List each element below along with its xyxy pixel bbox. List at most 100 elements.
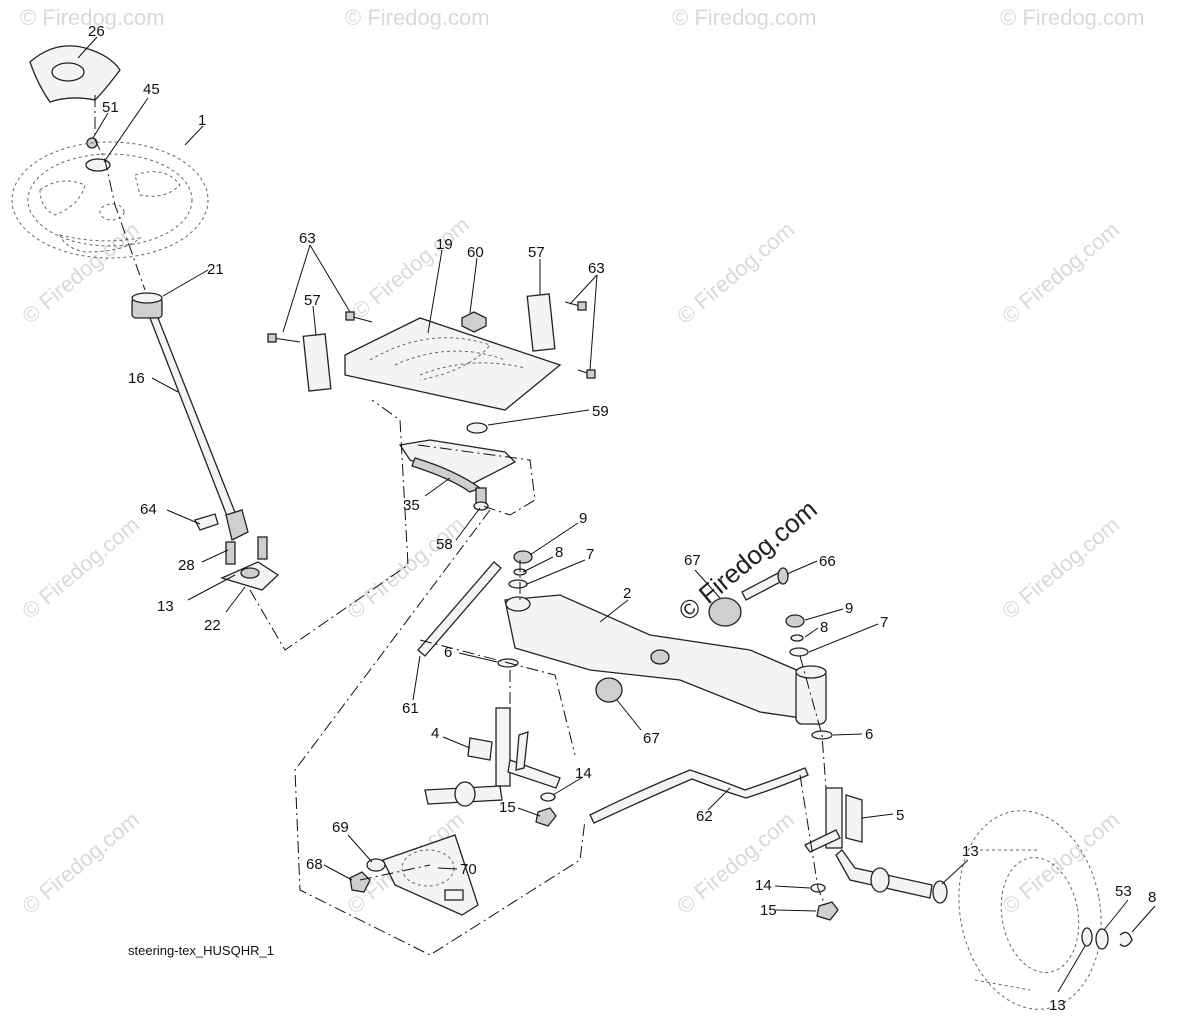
watermark-text: © Firedog.com (342, 512, 469, 624)
callout-64: 64 (140, 501, 157, 518)
callout-57: 57 (528, 244, 545, 261)
callout-13: 13 (1049, 997, 1066, 1014)
watermark-text: © Firedog.com (997, 512, 1124, 624)
leader-lines (77, 36, 1156, 993)
washer-7-right-part (789, 647, 809, 657)
clip-8-right-part (790, 634, 804, 642)
watermark-text: © Firedog.com (997, 807, 1124, 919)
tie-rod-62-part (589, 767, 809, 824)
callout-63: 63 (588, 260, 605, 277)
spacer-67-upper-part (708, 597, 742, 627)
callout-59: 59 (592, 403, 609, 420)
callout-69: 69 (332, 819, 349, 836)
callout-58: 58 (436, 536, 453, 553)
sector-gear-35-part (398, 439, 517, 493)
cap-hole (51, 62, 85, 82)
diagram-caption: steering-tex_HUSQHR_1 (128, 943, 274, 958)
callout-16: 16 (128, 370, 145, 387)
callout-60: 60 (467, 244, 484, 261)
callout-9: 9 (579, 510, 587, 527)
steering-wheel-part (11, 141, 209, 259)
watermark-text: © Firedog.com (347, 212, 474, 324)
bolts-28-part (225, 536, 268, 565)
watermark-text: © Firedog.com (17, 512, 144, 624)
callout-9: 9 (845, 600, 853, 617)
callout-8: 8 (820, 619, 828, 636)
watermark-text: © Firedog.com (17, 807, 144, 919)
callout-13: 13 (962, 843, 979, 860)
plate-70-part (382, 834, 479, 916)
spacer-67-lower-part (595, 677, 623, 703)
shaft-pinion-gear (225, 509, 249, 541)
bushing-13-right-part (932, 880, 948, 904)
callout-68: 68 (306, 856, 323, 873)
callout-7: 7 (586, 546, 594, 563)
callout-70: 70 (460, 861, 477, 878)
callout-67: 67 (684, 552, 701, 569)
cap-9-left-part (513, 550, 533, 564)
washer-7-left-part (508, 579, 528, 589)
bracket-57-left-part (302, 333, 332, 392)
washer-59-part (466, 422, 488, 434)
callout-45: 45 (143, 81, 160, 98)
spindle-5-right-part (804, 787, 933, 899)
bushing-13-part (240, 567, 260, 579)
callout-8: 8 (1148, 889, 1156, 906)
callout-67: 67 (643, 730, 660, 747)
washer-14-left-part (540, 792, 556, 802)
nut-60-part (461, 311, 487, 333)
screws-63-part (267, 301, 596, 379)
shoulder-bolt-58-part (473, 487, 489, 511)
callout-21: 21 (207, 261, 224, 278)
cap-9-right-part (785, 614, 805, 628)
nut-68-part (349, 871, 371, 893)
callout-2: 2 (623, 585, 631, 602)
washer-53-part (1095, 928, 1109, 950)
watermark-text: © Firedog.com (672, 217, 799, 329)
watermark-text: © Firedog.com (672, 807, 799, 919)
bracket-57-right-part (526, 293, 556, 352)
steering-plate-19-part (344, 317, 562, 411)
watermark-text: © Firedog.com (20, 5, 165, 30)
drag-link-61-part (417, 561, 502, 657)
callout-5: 5 (896, 807, 904, 824)
callout-62: 62 (696, 808, 713, 825)
callout-61: 61 (402, 700, 419, 717)
front-axle-2-part (504, 594, 827, 725)
callout-7: 7 (880, 614, 888, 631)
nut-15-right-part (816, 901, 839, 921)
callout-19: 19 (436, 236, 453, 253)
steering-shaft-part (149, 317, 243, 535)
callout-26: 26 (88, 23, 105, 40)
callout-13: 13 (157, 598, 174, 615)
clip-64-part (194, 513, 219, 531)
callout-1: 1 (198, 112, 206, 129)
callout-labels: 26 45 51 1 21 16 64 28 13 22 63 19 60 57… (88, 23, 1156, 1014)
callout-28: 28 (178, 557, 195, 574)
callout-66: 66 (819, 553, 836, 570)
callout-14: 14 (575, 765, 592, 782)
callout-63: 63 (299, 230, 316, 247)
washer-69-part (366, 858, 386, 872)
callout-14: 14 (755, 877, 772, 894)
watermark-text: © Firedog.com (672, 5, 817, 30)
callout-6: 6 (865, 726, 873, 743)
callout-53: 53 (1115, 883, 1132, 900)
pivot-bolt-66-part (741, 567, 789, 601)
callout-57: 57 (304, 292, 321, 309)
callout-51: 51 (102, 99, 119, 116)
callout-35: 35 (403, 497, 420, 514)
watermark-text: © Firedog.com (997, 217, 1124, 329)
watermark-text: © Firedog.com (1000, 5, 1145, 30)
callout-8: 8 (555, 544, 563, 561)
front-wheel-part (958, 810, 1102, 1010)
callout-15: 15 (499, 799, 516, 816)
callout-15: 15 (760, 902, 777, 919)
nut-15-left-part (535, 807, 557, 827)
splined-collar-part (131, 292, 163, 319)
callout-6: 6 (444, 644, 452, 661)
callout-4: 4 (431, 725, 439, 742)
clip-8-wheel-part (1119, 931, 1133, 947)
spindle-4-left-part (424, 707, 561, 807)
